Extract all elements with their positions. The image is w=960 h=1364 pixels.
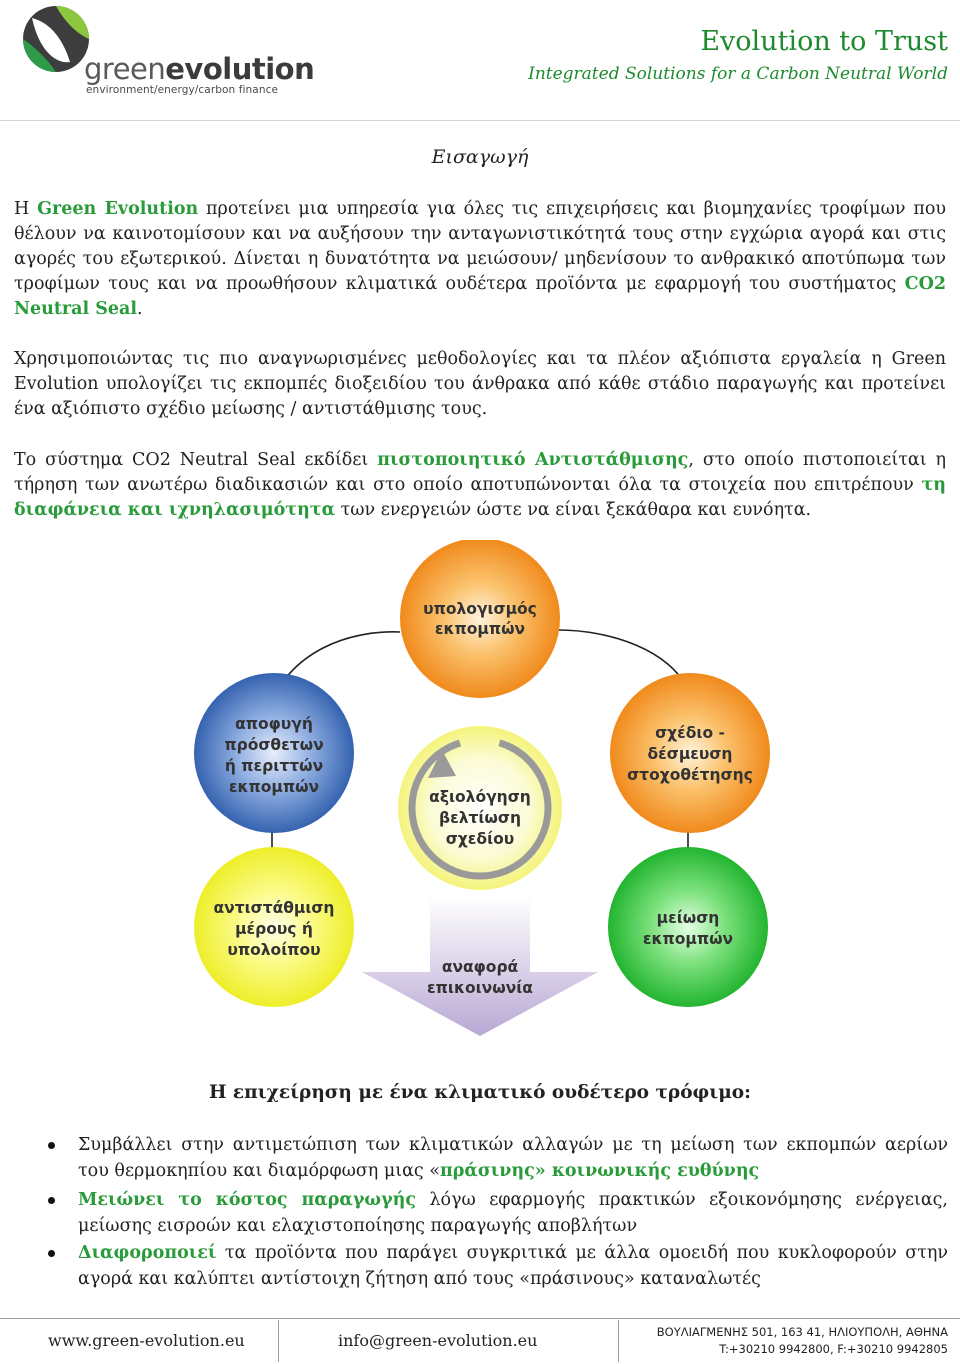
logo-tagline: environment/energy/carbon finance — [86, 84, 279, 96]
svg-text:αναφορά: αναφορά — [442, 958, 518, 976]
svg-text:επικοινωνία: επικοινωνία — [427, 979, 533, 997]
node-report-communicate: αναφορά επικοινωνία — [362, 896, 598, 1036]
svg-text:στοχοθέτησης: στοχοθέτησης — [627, 766, 753, 784]
svg-text:εκπομπών: εκπομπών — [229, 778, 319, 796]
footer-address-line: ΒΟΥΛΙΑΓΜΕΝΗΣ 501, 163 41, ΗΛΙΟΥΠΟΛΗ, ΑΘΗ… — [656, 1325, 948, 1339]
footer-email-link[interactable]: info@green-evolution.eu — [338, 1331, 538, 1350]
header-subtitle: Integrated Solutions for a Carbon Neutra… — [528, 64, 948, 84]
cycle-svg: υπολογισμός εκπομπών σχέδιο - δέσμευση σ… — [194, 538, 770, 1036]
company-logo: greenevolution environment/energy/carbon… — [18, 4, 318, 98]
list-item: Διαφοροποιεί τα προϊόντα που παράγει συγ… — [48, 1240, 948, 1292]
svg-text:σχεδίου: σχεδίου — [446, 830, 515, 848]
company-name-highlight: Green Evolution — [37, 199, 199, 219]
svg-text:εκπομπών: εκπομπών — [435, 620, 525, 638]
certificate-highlight: πιστοποιητικό Αντιστάθμισης — [377, 450, 689, 470]
node-calc-emissions: υπολογισμός εκπομπών — [400, 538, 560, 698]
page-footer: www.green-evolution.eu info@green-evolut… — [0, 1318, 960, 1364]
svg-text:σχέδιο -: σχέδιο - — [655, 724, 725, 742]
header-title: Evolution to Trust — [700, 26, 948, 57]
process-cycle-diagram: υπολογισμός εκπομπών σχέδιο - δέσμευση σ… — [180, 538, 780, 1040]
svg-text:εκπομπών: εκπομπών — [643, 930, 733, 948]
seal-name-highlight: CO2 Neutral Seal — [14, 274, 946, 319]
svg-text:βελτίωση: βελτίωση — [439, 809, 521, 827]
intro-paragraph-1: Η Green Evolution προτείνει μια υπηρεσία… — [14, 199, 946, 319]
refresh-cycle-icon — [408, 736, 552, 880]
svg-text:αξιολόγηση: αξιολόγηση — [429, 788, 531, 806]
svg-text:υπολογισμός: υπολογισμός — [423, 600, 537, 618]
node-evaluate-improve: αξιολόγηση βελτίωση σχεδίου — [398, 726, 562, 890]
footer-divider — [0, 1318, 960, 1319]
svg-text:πρόσθετων: πρόσθετων — [224, 736, 323, 754]
svg-text:δέσμευση: δέσμευση — [648, 745, 733, 763]
footer-column-divider — [618, 1320, 619, 1362]
bullet-icon — [48, 1142, 55, 1149]
node-avoid-emissions: αποφυγή πρόσθετων ή περιττών εκπομπών — [194, 673, 354, 833]
node-offset-remaining: αντιστάθμιση μέρους ή υπολοίπου — [194, 847, 354, 1007]
node-reduce-emissions: μείωση εκπομπών — [608, 847, 768, 1007]
bullet-icon — [48, 1197, 55, 1204]
logo-wordmark: greenevolution — [84, 52, 315, 86]
page-header: greenevolution environment/energy/carbon… — [0, 0, 960, 122]
intro-paragraph-3: Το σύστημα CO2 Neutral Seal εκδίδει πιστ… — [14, 450, 946, 520]
svg-text:υπολοίπου: υπολοίπου — [227, 941, 320, 959]
svg-text:αποφυγή: αποφυγή — [235, 715, 313, 733]
footer-phone-line: T:+30210 9942800, F:+30210 9942805 — [719, 1342, 948, 1356]
svg-text:μέρους ή: μέρους ή — [235, 920, 313, 938]
footer-website-link[interactable]: www.green-evolution.eu — [48, 1331, 245, 1350]
svg-text:ή περιττών: ή περιττών — [225, 757, 323, 775]
benefits-title: Η επιχείρηση με ένα κλιματικό ουδέτερο τ… — [209, 1082, 751, 1103]
intro-paragraph-2: Χρησιμοποιώντας τις πιο αναγνωρισμένες μ… — [14, 349, 946, 419]
node-plan-target: σχέδιο - δέσμευση στοχοθέτησης — [610, 673, 770, 833]
list-item: Συμβάλλει στην αντιμετώπιση των κλιματικ… — [48, 1132, 948, 1184]
header-divider — [0, 120, 960, 121]
transparency-highlight: τη διαφάνεια και ιχνηλασιμότητα — [14, 475, 946, 520]
bullet-icon — [48, 1250, 55, 1257]
down-arrow-icon — [362, 896, 598, 1036]
logo-mark-icon — [23, 6, 89, 72]
section-title-intro: Εισαγωγή — [431, 146, 529, 168]
list-item: Μειώνει το κόστος παραγωγής λόγω εφαρμογ… — [48, 1187, 948, 1239]
svg-text:μείωση: μείωση — [657, 909, 720, 927]
footer-address: ΒΟΥΛΙΑΓΜΕΝΗΣ 501, 163 41, ΗΛΙΟΥΠΟΛΗ, ΑΘΗ… — [657, 1324, 948, 1358]
svg-text:αντιστάθμιση: αντιστάθμιση — [214, 899, 335, 917]
footer-column-divider — [278, 1320, 279, 1362]
